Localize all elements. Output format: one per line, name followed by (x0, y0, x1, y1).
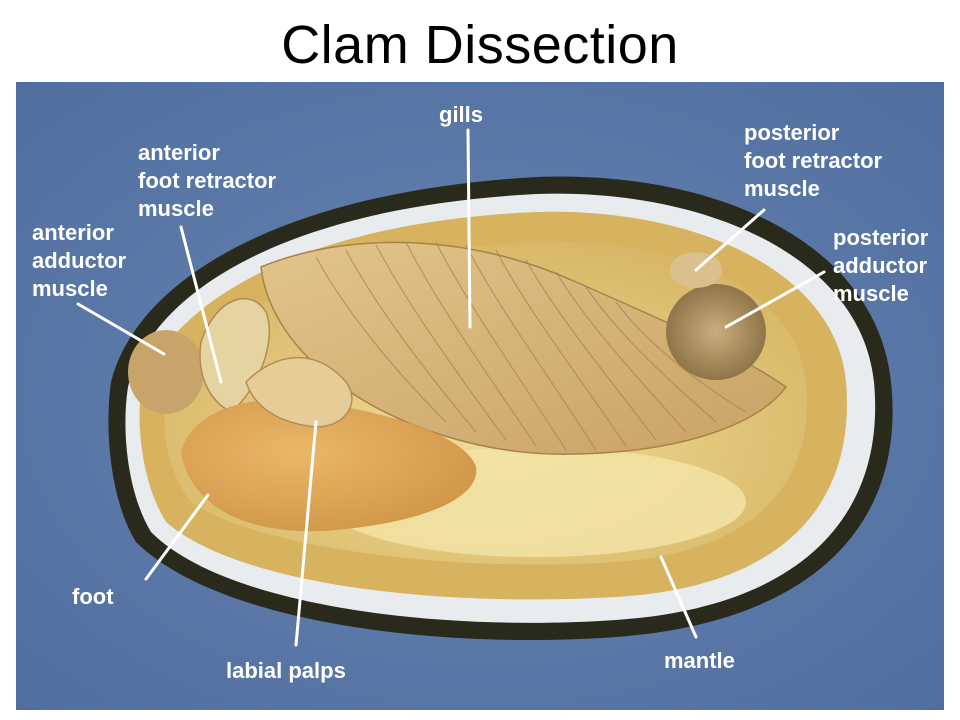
gill-ribs (315, 241, 747, 451)
labial-palps-label: labial palps (226, 658, 346, 683)
svg-text:muscle: muscle (138, 196, 214, 221)
svg-text:posterior: posterior (833, 225, 929, 250)
svg-text:muscle: muscle (833, 281, 909, 306)
labial-palps-tissue (245, 356, 353, 428)
foot-label: foot (72, 584, 114, 609)
anterior-adductor-pointer (76, 302, 166, 356)
posterior-foot-retractor-label: posterior foot retractor muscle (744, 120, 883, 201)
clam-dissection-photo: gills anterior foot retractor muscle ant… (16, 82, 944, 710)
svg-text:foot retractor: foot retractor (744, 148, 883, 173)
foot-pointer (144, 493, 210, 581)
posterior-adductor-tissue (666, 284, 766, 380)
anterior-adductor-label: anterior adductor muscle (32, 220, 127, 301)
slide-title: Clam Dissection (281, 15, 679, 75)
anterior-foot-retractor-label: anterior foot retractor muscle (138, 140, 277, 221)
posterior-foot-retractor-pointer (694, 208, 766, 272)
mantle-label: mantle (664, 648, 735, 673)
gills-label: gills (439, 102, 483, 127)
anterior-foot-retractor-pointer (179, 225, 223, 384)
svg-text:anterior: anterior (138, 140, 220, 165)
anterior-adductor-tissue (128, 330, 204, 414)
foot-tissue (181, 399, 477, 532)
posterior-adductor-pointer (724, 270, 826, 329)
svg-text:posterior: posterior (744, 120, 840, 145)
labial-palps-pointer (294, 420, 318, 647)
svg-text:adductor: adductor (833, 253, 928, 278)
svg-text:adductor: adductor (32, 248, 127, 273)
svg-text:foot retractor: foot retractor (138, 168, 277, 193)
posterior-adductor-label: posterior adductor muscle (833, 225, 929, 306)
svg-text:muscle: muscle (744, 176, 820, 201)
mantle-pointer (659, 555, 698, 639)
gills-pointer (466, 128, 472, 329)
svg-text:anterior: anterior (32, 220, 114, 245)
svg-text:muscle: muscle (32, 276, 108, 301)
